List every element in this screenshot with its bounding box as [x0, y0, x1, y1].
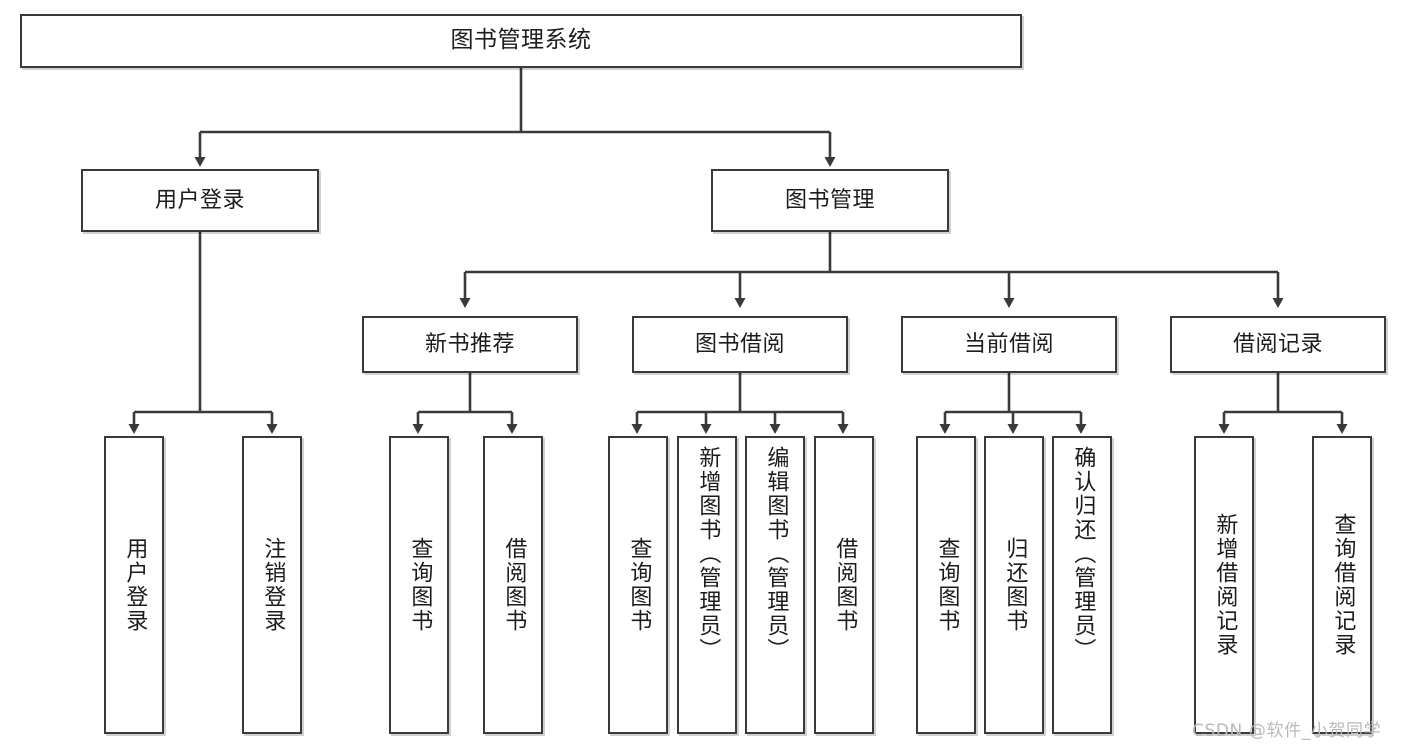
node-user-login[interactable]: 用户登录	[81, 169, 319, 232]
node-label: 查询图书	[626, 537, 652, 633]
leaf-new-book-borrow[interactable]: 借阅图书	[483, 436, 543, 734]
leaf-borrow-borrow-book[interactable]: 借阅图书	[814, 436, 874, 734]
leaf-new-book-query[interactable]: 查询图书	[389, 436, 449, 734]
leaf-record-add-record[interactable]: 新增借阅记录	[1194, 436, 1254, 734]
node-label: 借阅记录	[1232, 331, 1323, 357]
node-label: 用户登录	[154, 187, 245, 213]
node-label: 编辑图书（管理员）	[763, 446, 789, 662]
node-label: 图书管理系统	[450, 27, 592, 54]
node-label: 查询借阅记录	[1330, 513, 1356, 657]
leaf-borrow-edit-book-admin[interactable]: 编辑图书（管理员）	[745, 436, 805, 734]
node-label: 当前借阅	[963, 331, 1054, 357]
node-current-borrow[interactable]: 当前借阅	[901, 316, 1117, 373]
node-label: 新书推荐	[424, 331, 515, 357]
node-borrow-record[interactable]: 借阅记录	[1170, 316, 1386, 373]
csdn-watermark: CSDN @软件_小贺同学	[1192, 721, 1382, 741]
node-label: 新增图书（管理员）	[695, 446, 721, 662]
leaf-user-login-logout[interactable]: 注销登录	[242, 436, 302, 734]
leaf-borrow-add-book-admin[interactable]: 新增图书（管理员）	[677, 436, 737, 734]
leaf-current-query-book[interactable]: 查询图书	[916, 436, 976, 734]
node-label: 借阅图书	[501, 537, 527, 633]
node-label: 查询图书	[407, 537, 433, 633]
node-label: 查询图书	[934, 537, 960, 633]
node-label: 归还图书	[1002, 537, 1028, 633]
node-book-borrow[interactable]: 图书借阅	[632, 316, 848, 373]
leaf-record-query-record[interactable]: 查询借阅记录	[1312, 436, 1372, 734]
leaf-current-return-book[interactable]: 归还图书	[984, 436, 1044, 734]
node-label: 用户登录	[122, 537, 148, 633]
node-label: 借阅图书	[832, 537, 858, 633]
node-new-book-recommend[interactable]: 新书推荐	[362, 316, 578, 373]
node-label: 注销登录	[260, 537, 286, 633]
leaf-borrow-query-book[interactable]: 查询图书	[608, 436, 668, 734]
leaf-user-login-login[interactable]: 用户登录	[104, 436, 164, 734]
node-label: 图书管理	[784, 187, 875, 213]
node-label: 图书借阅	[694, 331, 785, 357]
node-book-management[interactable]: 图书管理	[711, 169, 949, 232]
leaf-current-confirm-return-admin[interactable]: 确认归还（管理员）	[1052, 436, 1112, 734]
node-root-system[interactable]: 图书管理系统	[20, 14, 1022, 68]
node-label: 新增借阅记录	[1212, 513, 1238, 657]
node-label: 确认归还（管理员）	[1070, 446, 1096, 662]
